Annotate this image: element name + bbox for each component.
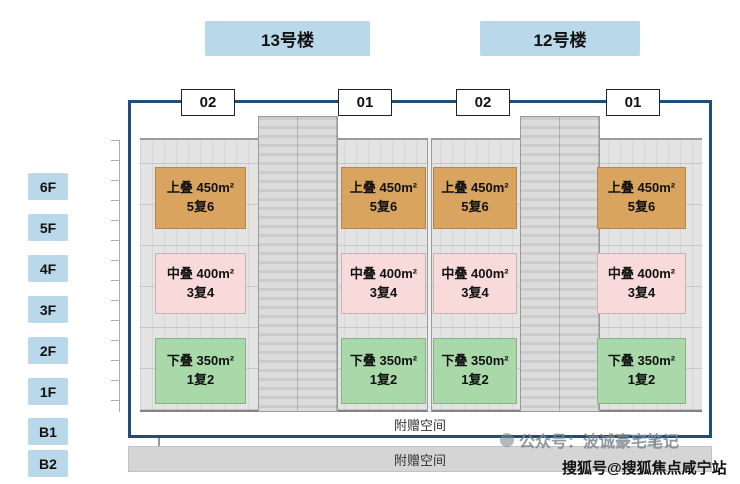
unit-block-middle: 中叠 400m² 3复4	[433, 253, 517, 314]
unit-floor-span: 5复6	[627, 199, 656, 214]
unit-floor-span: 1复2	[369, 372, 398, 387]
unit-number-box: 01	[606, 89, 660, 116]
foundation-pier	[654, 438, 656, 446]
watermark-wechat-text: 公众号：波诚豪宅笔记	[519, 434, 680, 451]
unit-type-name: 中叠 400m²	[166, 265, 235, 281]
unit-type-name: 中叠 400m²	[441, 265, 509, 281]
floor-label-2f: 2F	[28, 337, 68, 364]
unit-floor-span: 5复6	[186, 199, 215, 214]
unit-floor-span: 5复6	[461, 199, 489, 214]
building-expansion-joint	[427, 138, 432, 412]
unit-type-name: 下叠 350m²	[166, 353, 235, 369]
unit-block-upper: 上叠 450m² 5复6	[155, 167, 246, 229]
wechat-logo-icon	[500, 433, 514, 447]
watermark-sohu: 搜狐号@搜狐焦点咸宁站	[562, 460, 727, 477]
unit-type-name: 上叠 450m²	[349, 180, 418, 196]
stair-core-tower	[258, 116, 338, 412]
unit-block-middle: 中叠 400m² 3复4	[155, 253, 246, 314]
unit-floor-span: 1复2	[186, 372, 215, 387]
bonus-space-b1: 附赠空间	[131, 413, 709, 435]
unit-block-lower: 下叠 350m² 1复2	[155, 338, 246, 404]
floor-label-5f: 5F	[28, 214, 68, 241]
elevation-scale	[98, 140, 120, 412]
unit-number-box: 02	[181, 89, 235, 116]
unit-block-upper: 上叠 450m² 5复6	[597, 167, 686, 229]
floor-label-4f: 4F	[28, 255, 68, 282]
building-label-13: 13号楼	[205, 21, 370, 56]
unit-floor-span: 3复4	[461, 284, 489, 300]
stair-core-tower	[520, 116, 600, 412]
bonus-space-b2: 附赠空间	[128, 446, 712, 472]
floor-label-b2: B2	[28, 450, 68, 477]
watermark-wechat: 公众号：波诚豪宅笔记	[500, 428, 679, 452]
unit-floor-span: 5复6	[369, 199, 398, 214]
unit-number-box: 01	[338, 89, 392, 116]
building-label-12: 12号楼	[480, 21, 640, 56]
floor-label-b1: B1	[28, 418, 68, 445]
unit-type-name: 下叠 350m²	[607, 353, 676, 369]
unit-type-name: 下叠 350m²	[349, 353, 418, 369]
unit-type-name: 中叠 400m²	[607, 265, 676, 281]
unit-block-lower: 下叠 350m² 1复2	[341, 338, 426, 404]
unit-floor-span: 1复2	[627, 372, 656, 387]
floor-label-1f: 1F	[28, 378, 68, 405]
unit-type-name: 中叠 400m²	[349, 265, 418, 281]
unit-floor-span: 3复4	[369, 284, 398, 300]
unit-number-box: 02	[456, 89, 510, 116]
floor-label-3f: 3F	[28, 296, 68, 323]
unit-floor-span: 3复4	[627, 284, 656, 300]
unit-block-lower: 下叠 350m² 1复2	[433, 338, 517, 404]
unit-type-name: 上叠 450m²	[166, 180, 235, 196]
unit-block-middle: 中叠 400m² 3复4	[597, 253, 686, 314]
floor-label-6f: 6F	[28, 173, 68, 200]
unit-type-name: 上叠 450m²	[607, 180, 676, 196]
unit-block-middle: 中叠 400m² 3复4	[341, 253, 426, 314]
unit-floor-span: 3复4	[186, 284, 215, 300]
unit-block-upper: 上叠 450m² 5复6	[433, 167, 517, 229]
unit-block-upper: 上叠 450m² 5复6	[341, 167, 426, 229]
unit-floor-span: 1复2	[461, 372, 489, 387]
unit-block-lower: 下叠 350m² 1复2	[597, 338, 686, 404]
unit-type-name: 上叠 450m²	[441, 180, 509, 196]
foundation-pier	[158, 438, 160, 446]
unit-type-name: 下叠 350m²	[441, 353, 509, 369]
